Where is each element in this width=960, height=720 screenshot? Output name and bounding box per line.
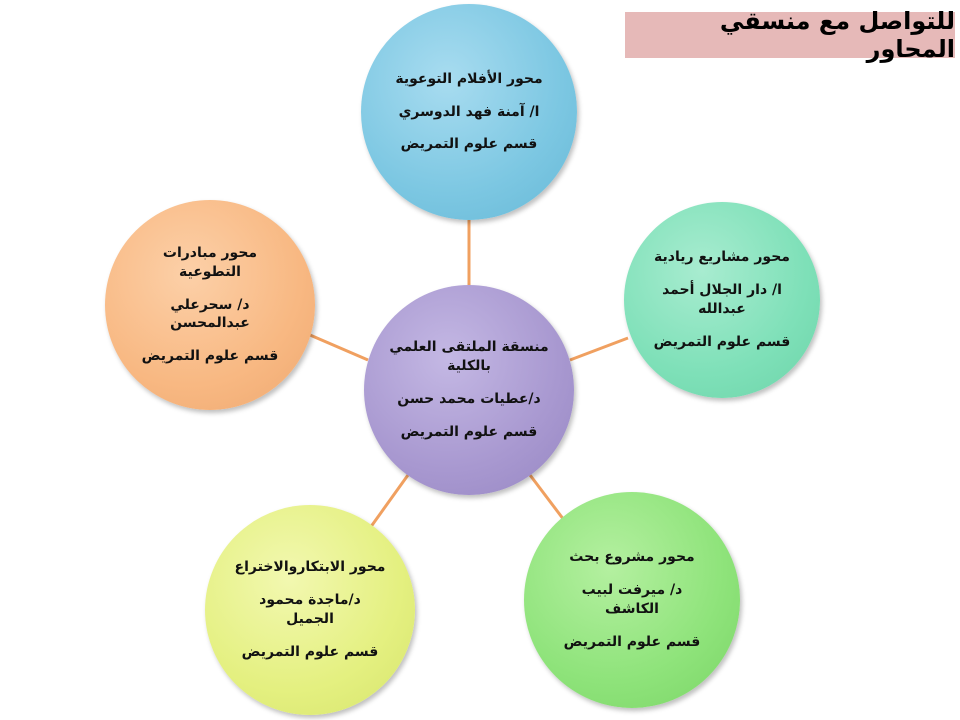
node-entrepreneurial-projects: محور مشاريع ريادية ا/ دار الجلال أحمد عب… [624, 202, 820, 398]
node-department: قسم علوم التمريض [400, 136, 538, 153]
node-role: منسقة الملتقى العلمي بالكلية [389, 339, 549, 375]
node-department: قسم علوم التمريض [400, 423, 538, 440]
node-person: ا/ آمنة فهد الدوسري [398, 103, 540, 120]
page-title: للتواصل مع منسقي المحاور [625, 7, 955, 63]
connector-left [309, 333, 369, 362]
node-axis: محور الابتكاروالاختراع [234, 559, 386, 576]
node-person: د/ ميرفت لبيب الكاشف [581, 582, 683, 617]
node-department: قسم علوم التمريض [241, 643, 379, 660]
connector-bottom-left [368, 474, 410, 529]
node-coordinator: منسقة الملتقى العلمي بالكلية د/عطيات محم… [364, 285, 574, 495]
node-person: د/عطيات محمد حسن [397, 391, 541, 407]
node-department: قسم علوم التمريض [563, 633, 701, 650]
node-axis: محور الأفلام التوعوية [395, 70, 543, 87]
node-research-project: محور مشروع بحث د/ ميرفت لبيب الكاشف قسم … [524, 492, 740, 708]
node-axis: محور مشروع بحث [569, 549, 695, 566]
node-person: د/ماجدة محمود الجميل [259, 592, 361, 627]
node-innovation: محور الابتكاروالاختراع د/ماجدة محمود الج… [205, 505, 415, 715]
node-axis: محور مشاريع ريادية [654, 249, 790, 266]
node-axis: محور مبادرات التطوعية [162, 244, 258, 280]
connector-right [569, 336, 629, 362]
node-awareness-films: محور الأفلام التوعوية ا/ آمنة فهد الدوسر… [361, 4, 577, 220]
node-person: ا/ دار الجلال أحمد عبدالله [662, 282, 782, 317]
node-department: قسم علوم التمريض [653, 333, 791, 350]
node-person: د/ سحرعلي عبدالمحسن [170, 296, 250, 332]
node-department: قسم علوم التمريض [141, 348, 279, 365]
node-volunteer-initiatives: محور مبادرات التطوعية د/ سحرعلي عبدالمحس… [105, 200, 315, 410]
